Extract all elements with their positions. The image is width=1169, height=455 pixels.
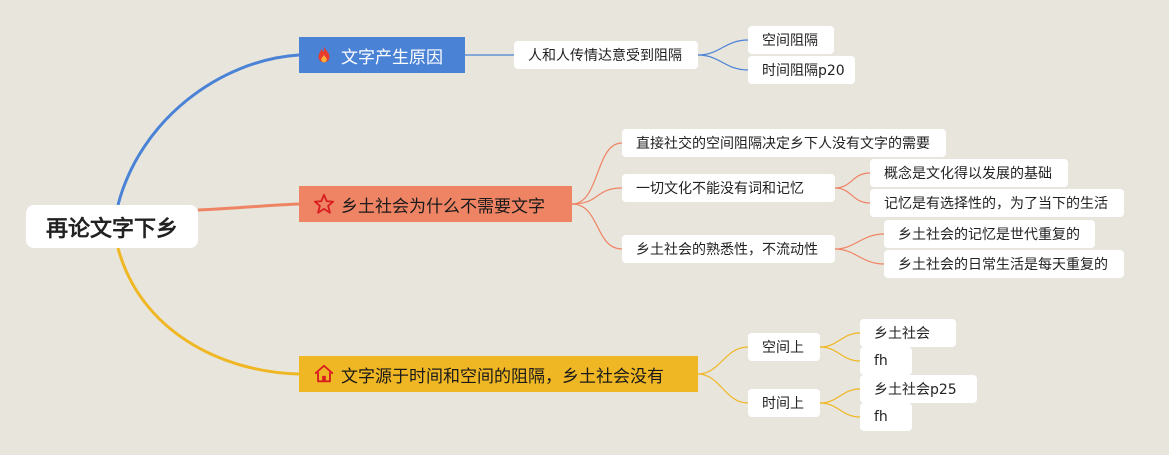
connector-b1-l1-a	[697, 39, 749, 56]
subtopic-3-1-2[interactable]: fh	[860, 347, 912, 375]
connector-b2-l2	[571, 187, 623, 205]
subtopic-3-1[interactable]: 空间上	[748, 333, 820, 361]
subtopic-3-1-2-label: fh	[874, 353, 888, 369]
subtopic-2-3-1[interactable]: 乡土社会的记忆是世代重复的	[884, 220, 1095, 248]
subtopic-2-1[interactable]: 直接社交的空间阻隔决定乡下人没有文字的需要	[622, 129, 946, 157]
connector-b3-l2	[697, 373, 749, 404]
subtopic-1-1-2-label: 时间阻隔p20	[762, 63, 845, 79]
connector-b2-l3-b	[834, 248, 885, 265]
subtopic-3-2-2-label: fh	[874, 409, 888, 425]
connector-b3-l1-b	[819, 346, 861, 362]
subtopic-3-2-2[interactable]: fh	[860, 403, 912, 431]
connector-b2-l2-a	[834, 172, 871, 189]
connector-root-branch-2	[197, 202, 300, 212]
root-topic-label: 再论文字下乡	[45, 216, 178, 242]
house-icon	[314, 364, 334, 383]
connector-b3-l1	[697, 346, 749, 375]
subtopic-2-2-2-label: 记忆是有选择性的，为了当下的生活	[884, 196, 1108, 212]
subtopic-2-3[interactable]: 乡土社会的熟悉性，不流动性	[622, 235, 835, 263]
subtopic-2-2-label: 一切文化不能没有词和记忆	[636, 181, 804, 197]
subtopic-1-1-label: 人和人传情达意受到阻隔	[528, 48, 682, 64]
subtopic-2-1-label: 直接社交的空间阻隔决定乡下人没有文字的需要	[636, 136, 930, 152]
connector-b1-l1-b	[697, 54, 749, 71]
subtopic-2-2-1-label: 概念是文化得以发展的基础	[884, 166, 1052, 182]
subtopic-1-1-1-label: 空间阻隔	[762, 33, 818, 49]
subtopic-2-3-2[interactable]: 乡土社会的日常生活是每天重复的	[884, 250, 1124, 278]
branch-topic-2[interactable]: 乡土社会为什么不需要文字	[299, 186, 572, 222]
subtopic-3-2-1[interactable]: 乡土社会p25	[860, 375, 977, 403]
subtopic-3-2-label: 时间上	[762, 396, 804, 412]
subtopic-1-1-2[interactable]: 时间阻隔p20	[748, 56, 855, 84]
connector-b2-l3	[571, 203, 623, 250]
star-icon	[313, 193, 335, 214]
subtopic-2-3-label: 乡土社会的熟悉性，不流动性	[636, 242, 818, 258]
connector-b2-l1	[571, 142, 623, 205]
branch-topic-1[interactable]: 文字产生原因	[299, 37, 465, 73]
connector-root-branch-1	[116, 53, 300, 206]
branch-topic-3-label: 文字源于时间和空间的阻隔，乡土社会没有	[341, 366, 664, 387]
connector-b2-l2-b	[834, 187, 871, 204]
branch-topic-1-label: 文字产生原因	[341, 47, 443, 68]
subtopic-2-3-1-label: 乡土社会的记忆是世代重复的	[898, 227, 1080, 243]
root-topic[interactable]: 再论文字下乡	[26, 205, 198, 248]
connector-b2-l3-a	[834, 233, 885, 250]
connector-b3-l1-a	[819, 332, 861, 348]
connector-b3-l2-a	[819, 388, 861, 404]
subtopic-3-2[interactable]: 时间上	[748, 389, 820, 417]
fire-icon	[318, 45, 330, 63]
subtopic-2-2[interactable]: 一切文化不能没有词和记忆	[622, 174, 835, 202]
subtopic-1-1-1[interactable]: 空间阻隔	[748, 26, 834, 54]
connector-root-branch-3	[116, 247, 300, 376]
subtopic-3-1-label: 空间上	[762, 340, 804, 356]
connector-b3-l2-b	[819, 402, 861, 418]
subtopic-3-1-1[interactable]: 乡土社会	[860, 319, 956, 347]
subtopic-1-1[interactable]: 人和人传情达意受到阻隔	[514, 41, 698, 69]
subtopic-2-2-1[interactable]: 概念是文化得以发展的基础	[870, 159, 1068, 187]
subtopic-2-3-2-label: 乡土社会的日常生活是每天重复的	[898, 257, 1108, 273]
subtopic-3-1-1-label: 乡土社会	[874, 326, 930, 342]
subtopic-2-2-2[interactable]: 记忆是有选择性的，为了当下的生活	[870, 189, 1124, 217]
branch-topic-3[interactable]: 文字源于时间和空间的阻隔，乡土社会没有	[299, 356, 698, 392]
subtopic-3-2-1-label: 乡土社会p25	[874, 382, 957, 398]
branch-topic-2-label: 乡土社会为什么不需要文字	[341, 196, 545, 217]
